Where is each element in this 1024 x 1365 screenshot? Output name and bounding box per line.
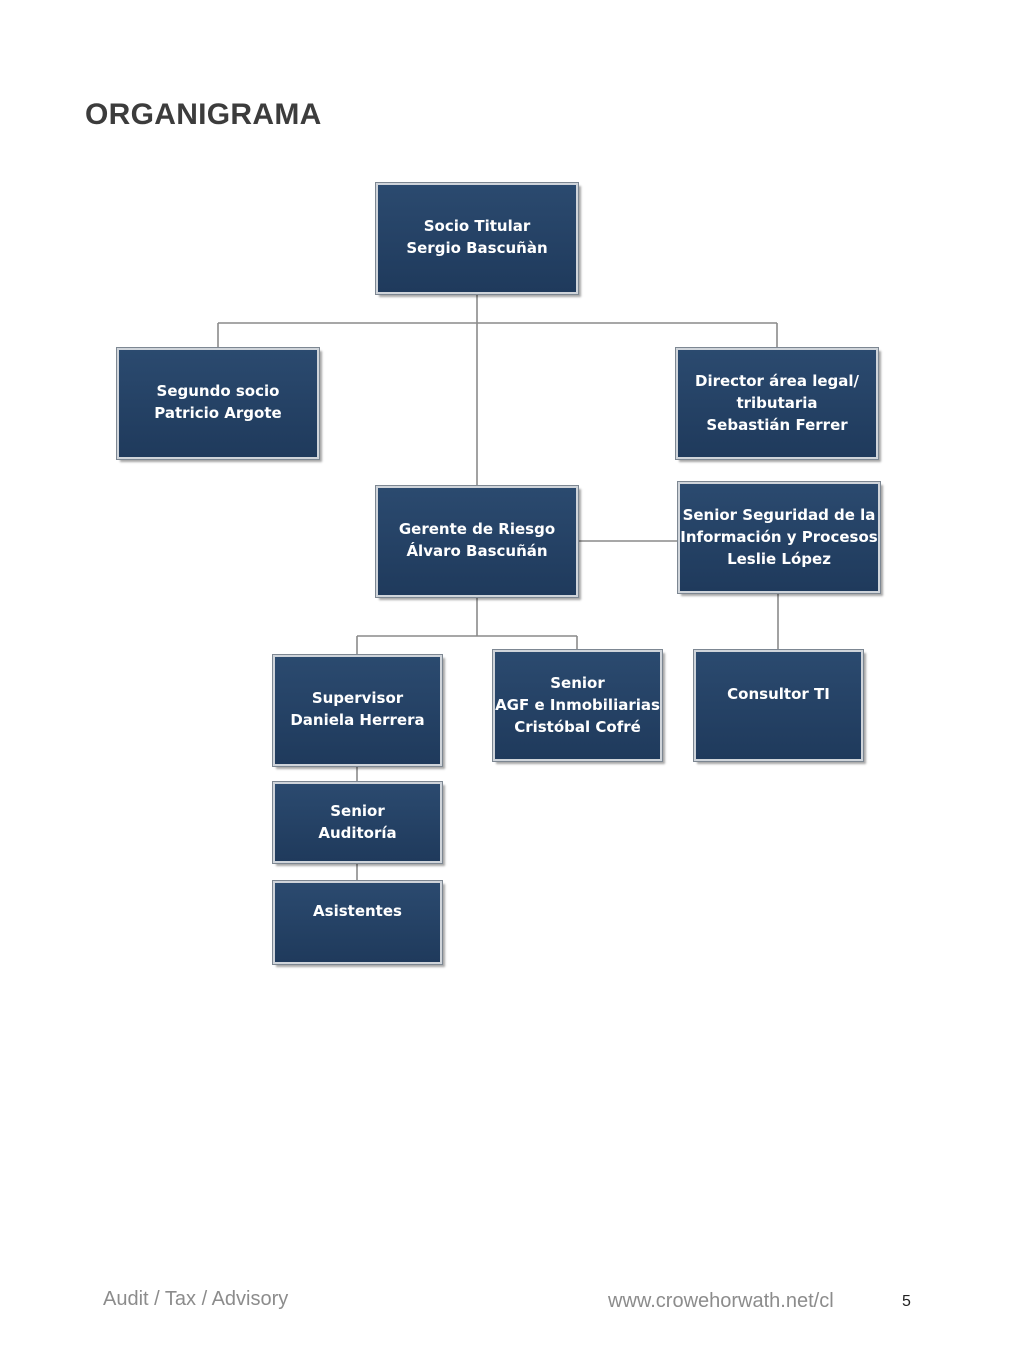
node-senior-agf: Senior AGF e Inmobiliarias Cristóbal Cof…	[492, 649, 663, 762]
node-line: Consultor TI	[727, 685, 830, 703]
node-supervisor: Supervisor Daniela Herrera	[272, 654, 443, 767]
node-senior-auditoria: Senior Auditoría	[272, 781, 443, 864]
node-line: Senior	[550, 674, 605, 692]
node-line: Sebastián Ferrer	[706, 416, 848, 434]
node-asistentes: Asistentes	[272, 880, 443, 965]
footer-tagline: Audit / Tax / Advisory	[103, 1288, 289, 1310]
node-line: Asistentes	[313, 902, 402, 920]
node-line: Senior Seguridad de la	[682, 506, 876, 524]
node-line: tributaria	[736, 394, 818, 412]
node-line: Supervisor	[311, 689, 404, 707]
page-number: 5	[902, 1293, 911, 1310]
node-line: Información y Procesos	[680, 528, 878, 546]
node-line: Director área legal/	[695, 372, 859, 390]
node-line: Álvaro Bascuñán	[406, 542, 548, 560]
node-consultor-ti: Consultor TI	[693, 649, 864, 762]
node-line: Cristóbal Cofré	[514, 718, 641, 736]
node-line: Daniela Herrera	[290, 711, 425, 729]
node-line: Segundo socio	[156, 382, 280, 400]
node-line: Leslie López	[727, 550, 831, 568]
node-line: Senior	[330, 802, 385, 820]
node-line: AGF e Inmobiliarias	[495, 696, 660, 714]
node-segundo-socio: Segundo socio Patricio Argote	[116, 347, 320, 460]
node-senior-seguridad: Senior Seguridad de la Información y Pro…	[677, 481, 881, 594]
node-line: Gerente de Riesgo	[398, 520, 556, 538]
footer-url[interactable]: www.crowehorwath.net/cl	[608, 1290, 834, 1312]
node-line: Patricio Argote	[154, 404, 282, 422]
node-director-legal: Director área legal/ tributaria Sebastiá…	[675, 347, 879, 460]
node-line: Auditoría	[318, 824, 397, 842]
node-gerente-riesgo: Gerente de Riesgo Álvaro Bascuñán	[375, 485, 579, 598]
node-line: Socio Titular	[423, 217, 531, 235]
node-line: Sergio Bascuñàn	[406, 239, 548, 257]
page-title: ORGANIGRAMA	[85, 98, 322, 131]
node-socio-titular: Socio Titular Sergio Bascuñàn	[375, 182, 579, 295]
